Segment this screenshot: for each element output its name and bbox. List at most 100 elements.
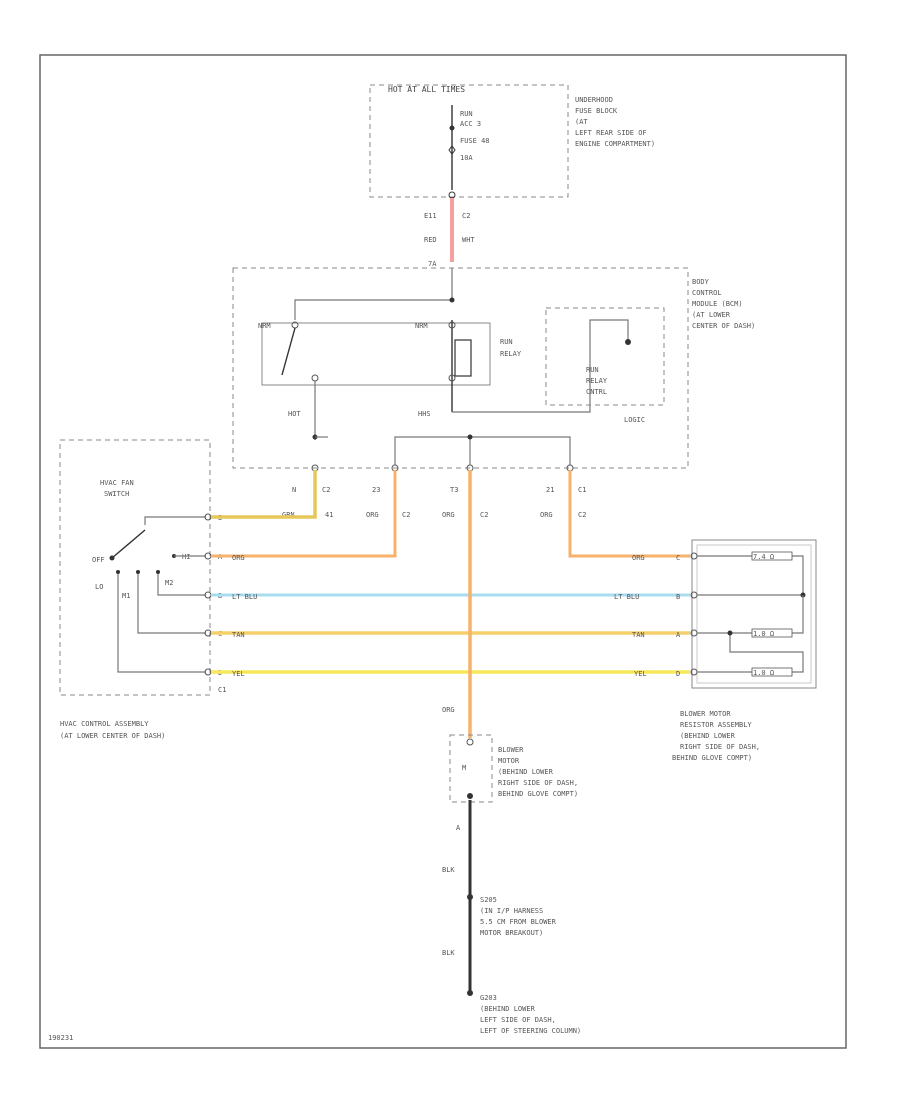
- feed-conn: C2: [462, 212, 470, 220]
- ctrl-label-2: RELAY: [586, 377, 608, 385]
- org-wire-2: [568, 470, 690, 558]
- hvac-pivot: [109, 555, 115, 561]
- bcm-node-top: [449, 297, 455, 303]
- bcm-loc-2: CONTROL: [692, 289, 722, 297]
- relay-label-2: RELAY: [500, 350, 522, 358]
- ground-wire-color: BLK: [442, 866, 455, 874]
- res-assembly-3: (BEHIND LOWER: [680, 732, 736, 740]
- res-assembly-4: RIGHT SIDE OF DASH,: [680, 743, 760, 751]
- relay-label-1: RUN: [500, 338, 513, 346]
- wire-rlabel-yel: YEL: [634, 670, 647, 678]
- relay-pin-label-1: NRM: [258, 322, 271, 330]
- resistor-2-value: 1.0 Ω: [753, 630, 774, 638]
- feed-color: RED: [424, 236, 437, 244]
- fuse-icon: [448, 145, 456, 155]
- resistor-3: [751, 667, 793, 677]
- resistor-assembly-outline: [691, 539, 817, 689]
- hvac-switch-feed: [144, 516, 206, 525]
- hvac-m1-contact: [136, 570, 140, 574]
- wire-rlabel-ltblu: LT BLU: [614, 593, 639, 601]
- motor-wire-color: ORG: [442, 706, 455, 714]
- bcm-pin4-conn: C1: [578, 486, 586, 494]
- ground-label-4: LEFT OF STEERING COLUMN): [480, 1027, 581, 1035]
- resistor-1-value: 7.4 Ω: [753, 553, 774, 561]
- splice-dot: [467, 894, 473, 900]
- relay-pin-label-2: NRM: [415, 322, 428, 330]
- bcm-pin1-color: GRN: [282, 511, 295, 519]
- motor-icon: M: [462, 764, 466, 772]
- motor-label-4: RIGHT SIDE OF DASH,: [498, 779, 578, 787]
- bcm-pin2-num: 23: [372, 486, 380, 494]
- coil-pin-bottom: [448, 374, 456, 382]
- splice-label-4: MOTOR BREAKOUT): [480, 929, 543, 937]
- res-network-1: [697, 555, 804, 596]
- relay-contact-bottom: [311, 374, 319, 382]
- hvac-m1-lead: [137, 574, 206, 634]
- hvac-assembly-2: (AT LOWER CENTER OF DASH): [60, 732, 165, 740]
- hvac-outline: [59, 439, 211, 696]
- hvac-connector: C1: [218, 686, 226, 694]
- motor-pin-label: A: [456, 824, 461, 832]
- fuse-box-outline: [369, 84, 569, 198]
- splice-label-3: 5.5 CM FROM BLOWER: [480, 918, 557, 926]
- logic-line: [452, 319, 629, 413]
- splice-label-2: (IN I/P HARNESS: [480, 907, 543, 915]
- hvac-pos-m2: M2: [165, 579, 173, 587]
- res-assembly-2: RESISTOR ASSEMBLY: [680, 721, 752, 729]
- fuse-loc-3: (AT: [575, 118, 588, 126]
- wire-label-ltblu: LT BLU: [232, 593, 257, 601]
- motor-label-5: BEHIND GLOVE COMPT): [498, 790, 578, 798]
- fuse-line-1: RUN: [460, 110, 473, 118]
- motor-label-1: BLOWER: [498, 746, 524, 754]
- wire-rlabel-tan: TAN: [632, 631, 645, 639]
- resistor-2: [751, 628, 793, 638]
- wire-label-org: ORG: [232, 554, 245, 562]
- res-network-2: [697, 595, 804, 634]
- feed-circuit: E11: [424, 212, 437, 220]
- fuse-box-title: HOT AT ALL TIMES: [388, 85, 465, 94]
- bcm-pin4-cav: C2: [578, 511, 586, 519]
- motor-label-2: MOTOR: [498, 757, 520, 765]
- resistor-3-value: 1.0 Ω: [753, 669, 774, 677]
- grn-wire: [211, 470, 317, 519]
- relay-pin-label-3: HOT: [288, 410, 301, 418]
- hvac-pos-m1: M1: [122, 592, 130, 600]
- bcm-pin4-color: ORG: [540, 511, 553, 519]
- motor-pin-bottom: [467, 793, 473, 799]
- coil-pin-top: [448, 321, 456, 329]
- ground-dot: [467, 990, 473, 996]
- relay-switch-arm: [281, 327, 296, 376]
- bcm-internal-top: [294, 268, 453, 320]
- bcm-pin3-num: T3: [450, 486, 458, 494]
- bcm-bus-node: [467, 434, 473, 440]
- hvac-lo-lead: [117, 574, 206, 673]
- bcm-loc-4: (AT LOWER: [692, 311, 731, 319]
- logic-ground-dot: [625, 339, 631, 345]
- hvac-title-1: HVAC FAN: [100, 479, 134, 487]
- bcm-pin2-color: ORG: [366, 511, 379, 519]
- res-assembly-5: BEHIND GLOVE COMPT): [672, 754, 752, 762]
- bcm-pin3-color: ORG: [442, 511, 455, 519]
- bcm-loc-1: BODY: [692, 278, 710, 286]
- relay-pin-label-4: HHS: [418, 410, 431, 418]
- fuse-loc-4: LEFT REAR SIDE OF: [575, 129, 647, 137]
- ground-label-2: (BEHIND LOWER: [480, 1005, 536, 1013]
- hvac-m2-contact: [156, 570, 160, 574]
- bcm-bus-line: [394, 436, 571, 465]
- ctrl-label-1: RUN: [586, 366, 599, 374]
- bcm-pin3-cav: C2: [480, 511, 488, 519]
- resistor-1: [751, 551, 793, 561]
- res-pin-a: A: [676, 631, 681, 639]
- bcm-loc-3: MODULE (BCM): [692, 300, 743, 308]
- res-pin-c: C: [676, 554, 680, 562]
- ctrl-label-3: CNTRL: [586, 388, 607, 396]
- hvac-pos-off: OFF: [92, 556, 105, 564]
- resistor-assembly-inner: [696, 544, 812, 684]
- wire-rlabel-org: ORG: [632, 554, 645, 562]
- ground-label-3: LEFT SIDE OF DASH,: [480, 1016, 556, 1024]
- res-assembly-1: BLOWER MOTOR: [680, 710, 731, 718]
- org-wire-1: [211, 470, 397, 558]
- wire-label-yel: YEL: [232, 670, 245, 678]
- hvac-m2-lead: [157, 574, 206, 596]
